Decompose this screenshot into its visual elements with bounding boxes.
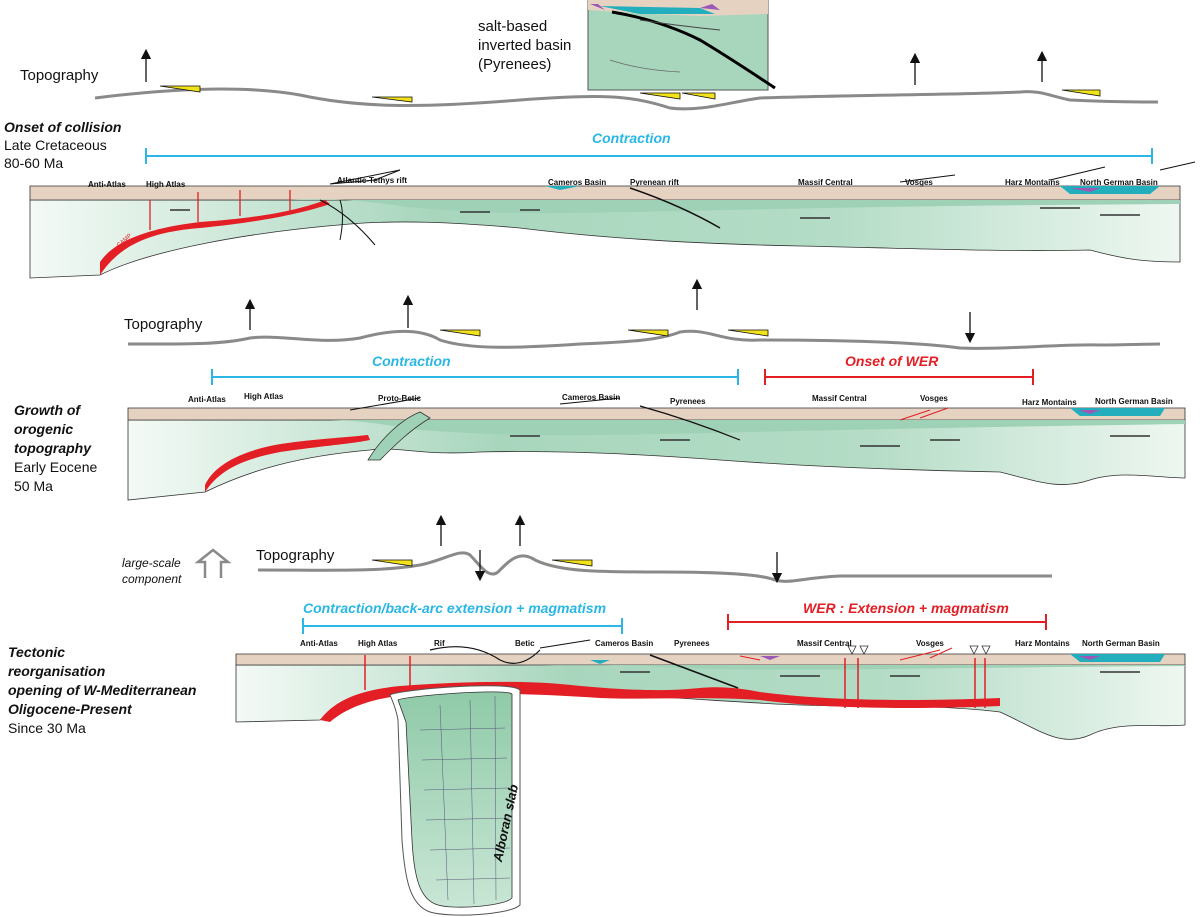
inset-caption-line2: inverted basin xyxy=(478,37,572,54)
stage1-topography-profile xyxy=(94,48,1159,111)
stage3-topography-profile xyxy=(257,514,1052,584)
stage1-location-atlantic-tethys-rift: Atlantic-Tethys rift xyxy=(337,176,408,185)
stage2-wer-label: Onset of WER xyxy=(845,353,939,369)
stage3-title-line2: reorganisation xyxy=(8,663,106,679)
stage3-wer-label: WER : Extension + magmatism xyxy=(803,600,1009,616)
alboran-slab xyxy=(389,685,521,916)
stage3-large-scale-line2: component xyxy=(122,572,182,586)
stage3-location-rif: Rif xyxy=(434,639,445,648)
stage2-contraction-bar xyxy=(211,369,739,385)
stage3-subtitle: Since 30 Ma xyxy=(8,720,86,736)
stage1-contraction-label: Contraction xyxy=(592,130,671,146)
stage3-location-harz-montains: Harz Montains xyxy=(1015,639,1070,648)
inset-caption-line3: (Pyrenees) xyxy=(478,56,552,73)
stage3-contraction-bar xyxy=(302,618,623,634)
stage2-location-cameros-basin: Cameros Basin xyxy=(562,393,621,402)
stage3-location-anti-atlas: Anti-Atlas xyxy=(300,639,338,648)
stage3-location-cameros-basin: Cameros Basin xyxy=(595,639,654,648)
stage1-location-high-atlas: High Atlas xyxy=(146,180,186,189)
stage1-title: Onset of collision xyxy=(4,119,122,135)
stage3-title-line1: Tectonic xyxy=(8,644,66,660)
stage3-wer-bar xyxy=(727,614,1047,630)
stage3-topography-label: Topography xyxy=(256,547,335,564)
stage3-contraction-label: Contraction/back-arc extension + magmati… xyxy=(303,600,607,616)
stage2-location-anti-atlas: Anti-Atlas xyxy=(188,395,226,404)
stage1-location-north-german-basin: North German Basin xyxy=(1080,178,1158,187)
stage2-location-north-german-basin: North German Basin xyxy=(1095,397,1173,406)
stage2-title-line1: Growth of xyxy=(14,402,81,418)
stage2-subtitle-line2: 50 Ma xyxy=(14,478,53,494)
stage2-topography-profile xyxy=(127,278,1161,350)
stage2-location-massif-central: Massif Central xyxy=(812,394,867,403)
stage3-location-betic: Betic xyxy=(515,639,535,648)
stage2-location-harz-montains: Harz Montains xyxy=(1022,398,1077,407)
stage2-location-proto-betic: Proto-Betic xyxy=(378,394,422,403)
stage1-subtitle-line1: Late Cretaceous xyxy=(4,137,107,153)
stage1-topography-label: Topography xyxy=(20,67,99,84)
stage3-location-vosges: Vosges xyxy=(916,639,944,648)
inset-inverted-basin xyxy=(587,0,776,91)
stage1-location-anti-atlas: Anti-Atlas xyxy=(88,180,126,189)
stage3-large-scale-line1: large-scale xyxy=(122,556,181,570)
stage2-subtitle-line1: Early Eocene xyxy=(14,459,98,475)
stage2-topography-label: Topography xyxy=(124,316,203,333)
stage1-location-cameros-basin: Cameros Basin xyxy=(548,178,607,187)
stage2-title-line2: orogenic xyxy=(14,421,74,437)
stage2-title-line3: topography xyxy=(14,440,91,456)
stage3-location-pyrenees: Pyrenees xyxy=(674,639,710,648)
stage2-contraction-label: Contraction xyxy=(372,353,451,369)
stage3-title-line3: opening of W-Mediterranean xyxy=(8,682,197,698)
stage2-location-high-atlas: High Atlas xyxy=(244,392,284,401)
stage2-cross-section xyxy=(127,397,1186,501)
stage1-location-vosges: Vosges xyxy=(905,178,933,187)
stage2-wer-bar xyxy=(764,369,1034,385)
stage1-contraction-bar xyxy=(145,148,1153,164)
stage3-location-massif-central: Massif Central xyxy=(797,639,852,648)
stage1-location-massif-central: Massif Central xyxy=(798,178,853,187)
stage3-title-line4: Oligocene-Present xyxy=(8,701,132,717)
inset-caption-line1: salt-based xyxy=(478,18,548,35)
stage3-location-north-german-basin: North German Basin xyxy=(1082,639,1160,648)
stage2-location-pyrenees: Pyrenees xyxy=(670,397,706,406)
stage1-location-pyrenean-rift: Pyrenean rift xyxy=(630,178,679,187)
stage1-subtitle-line2: 80-60 Ma xyxy=(4,155,64,171)
stage3-cross-section xyxy=(235,639,1186,740)
stage3-location-high-atlas: High Atlas xyxy=(358,639,398,648)
stage3-large-scale-arrow xyxy=(194,548,232,578)
stage1-cross-section xyxy=(29,161,1196,279)
stage1-location-harz-montains: Harz Montains xyxy=(1005,178,1060,187)
stage2-location-vosges: Vosges xyxy=(920,394,948,403)
